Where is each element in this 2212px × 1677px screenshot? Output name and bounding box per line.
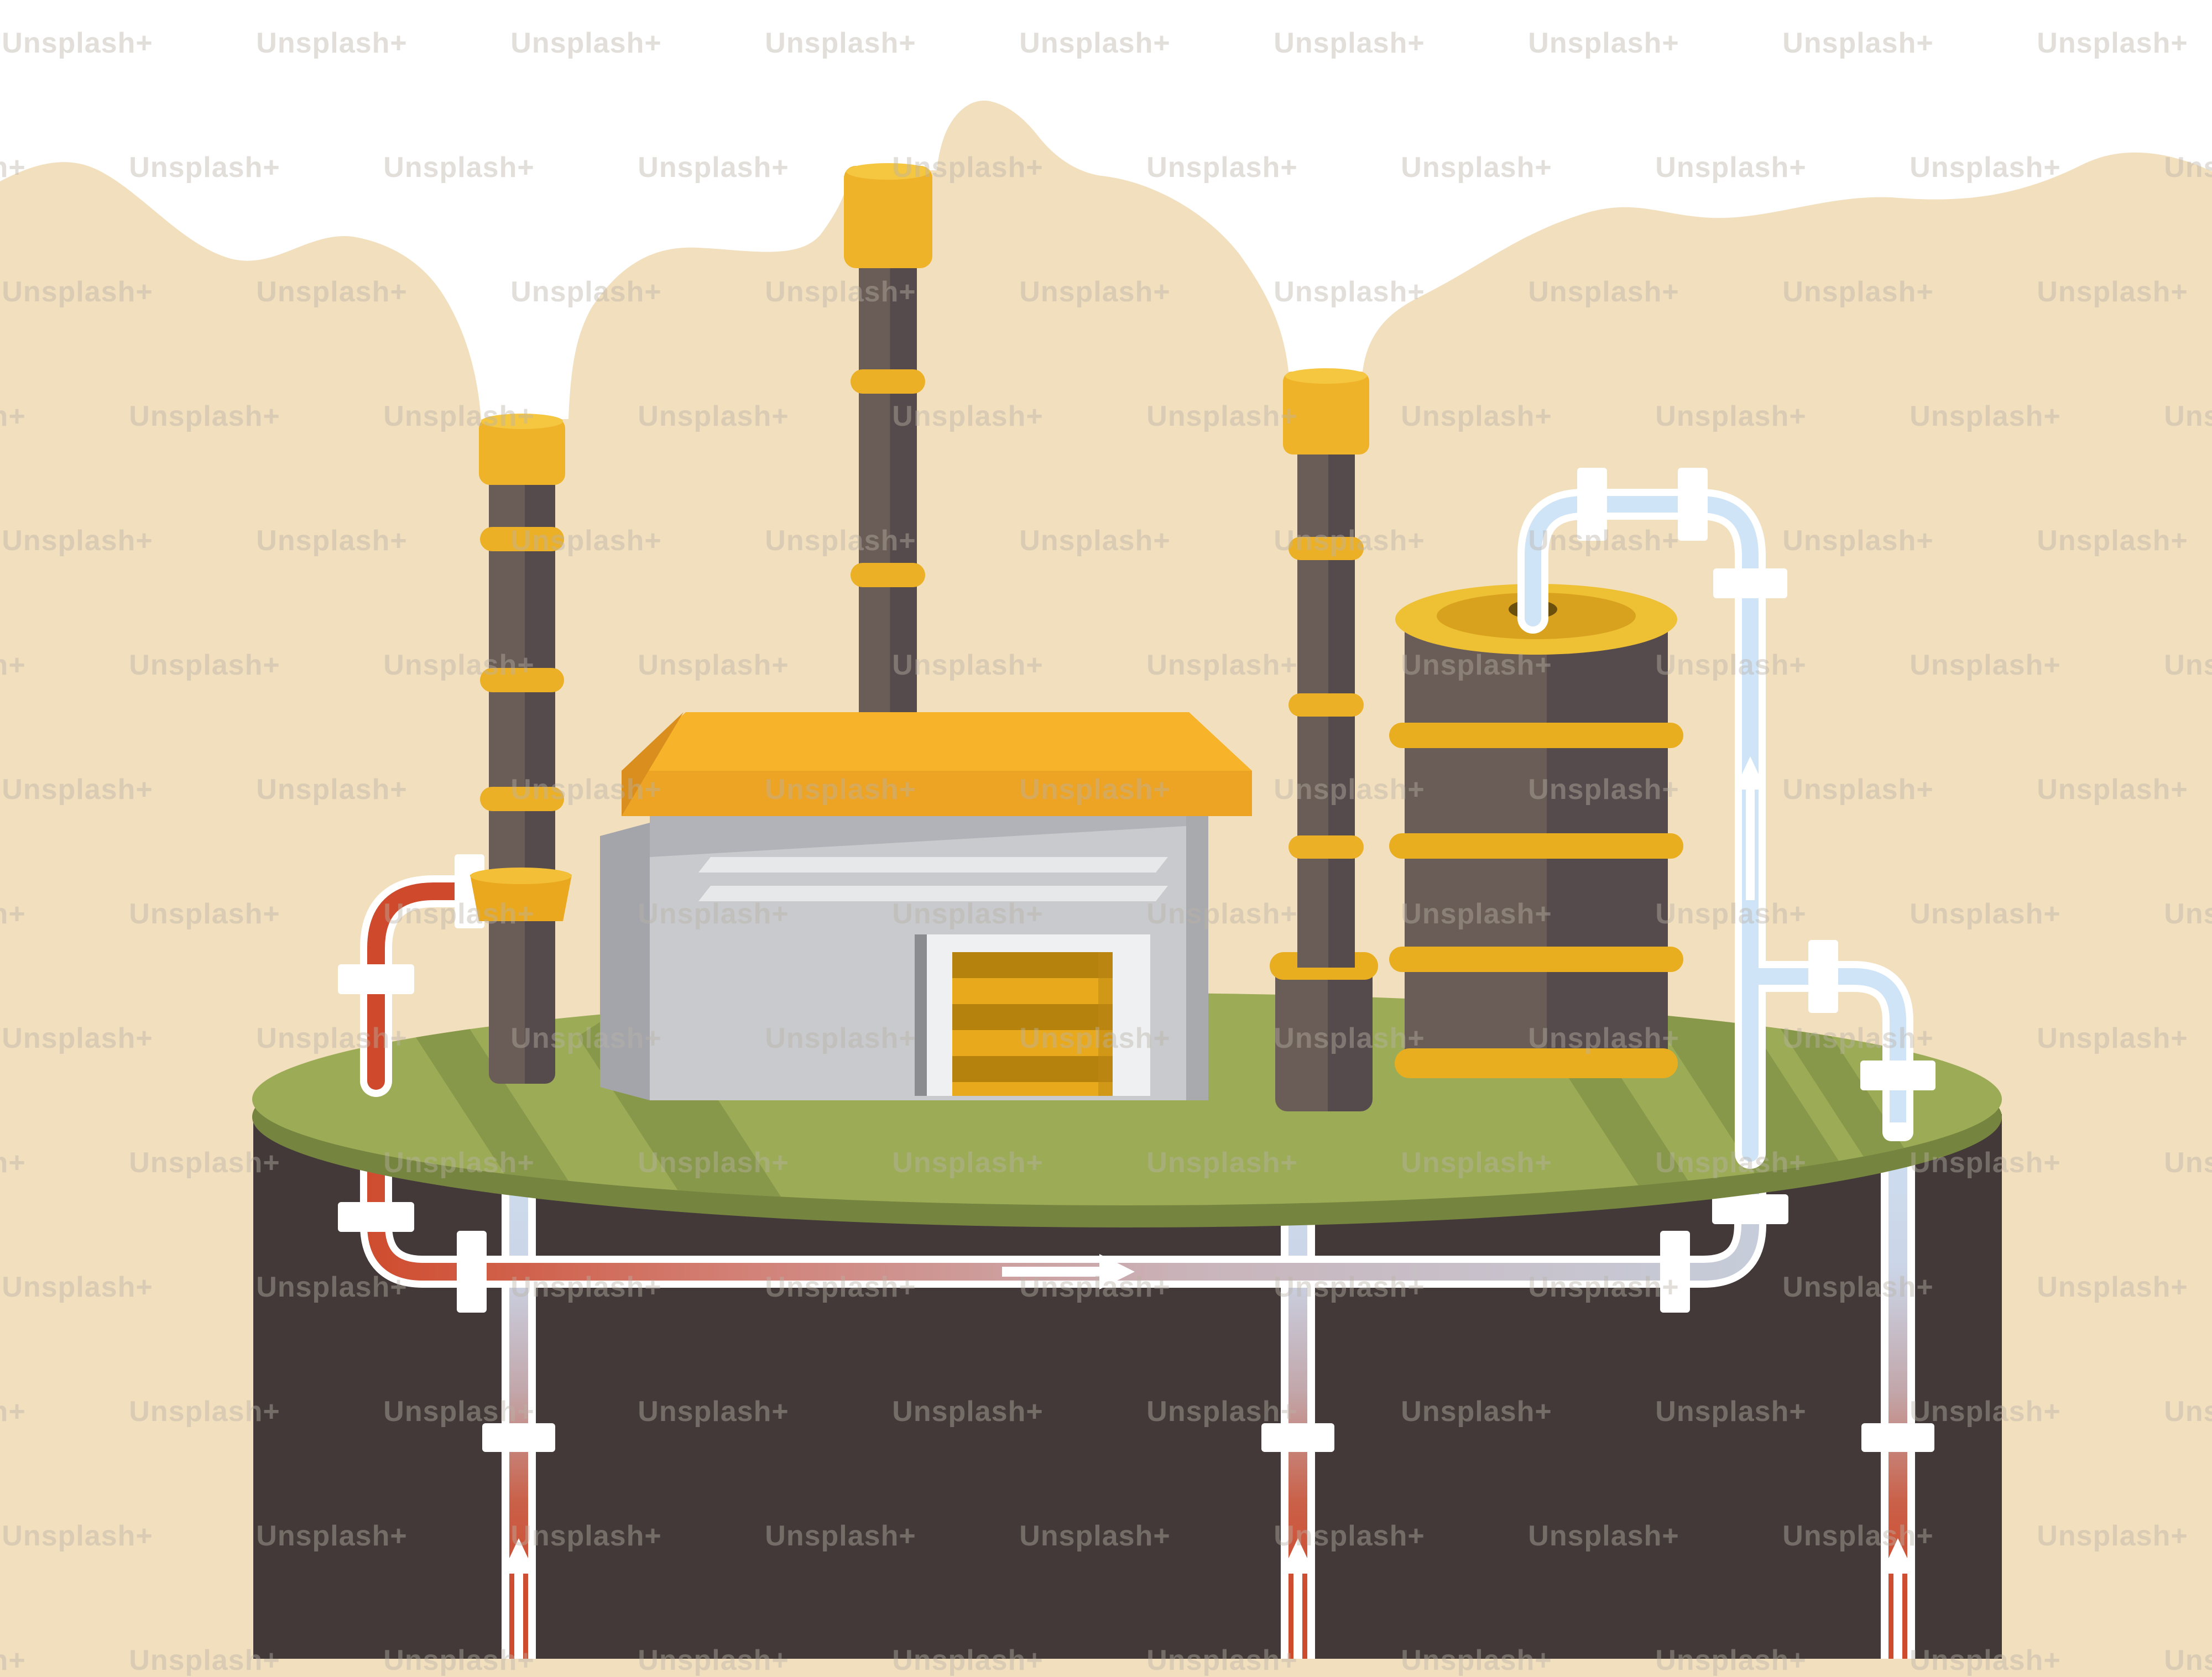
stack-ring — [851, 369, 925, 394]
stack-ring — [1288, 835, 1364, 859]
door-left-shadow — [915, 934, 927, 1096]
stack-cap-top — [1285, 368, 1367, 384]
roof-left-end — [622, 712, 684, 816]
up-arrow — [1881, 1538, 1914, 1659]
door-panel-shade — [1098, 952, 1113, 1096]
tank-bottom-rim — [1395, 1048, 1678, 1078]
pipe-cuff — [1882, 1122, 1913, 1141]
up-arrow — [1735, 756, 1766, 900]
roof-top-face — [622, 712, 1252, 771]
cold-water-pipe — [1517, 468, 1936, 1169]
pipe-sleeve — [470, 875, 572, 921]
smokestack-middle — [844, 163, 932, 752]
pipe-collar — [1861, 1423, 1934, 1452]
wall-left-face — [600, 823, 650, 1100]
stack-cap — [844, 166, 932, 268]
wall-right-edge — [1186, 815, 1208, 1100]
stack-cap — [479, 417, 565, 485]
pipe-collar — [457, 1231, 487, 1313]
underground-horizontal-pipe — [338, 1139, 1788, 1313]
stack-ring — [851, 563, 925, 587]
stack-ring — [480, 787, 564, 811]
stack-ring — [480, 527, 564, 551]
tank-ring — [1389, 947, 1683, 972]
roof-front-face — [622, 771, 1252, 816]
stack-cap-top — [846, 163, 930, 180]
door-stripe — [952, 1004, 1113, 1030]
garage-door — [915, 934, 1150, 1096]
pipe-collar — [1660, 1231, 1690, 1313]
pipe-sleeve-top — [470, 868, 572, 884]
smokestack-left — [470, 414, 572, 1084]
pipe-collar — [1577, 468, 1607, 541]
up-arrow — [502, 1538, 535, 1659]
window-stripe — [698, 886, 1168, 901]
pipe-collar — [1860, 1060, 1936, 1090]
pipe-collar — [1713, 568, 1787, 598]
door-stripe — [952, 952, 1113, 978]
pipe-collar — [482, 1423, 555, 1452]
tank-ring — [1389, 833, 1683, 859]
pipe-collar — [1678, 468, 1708, 541]
pipe-collar — [1808, 940, 1838, 1013]
pipe-collar — [338, 964, 414, 994]
door-stripe — [952, 1056, 1113, 1082]
stack-ring — [1288, 537, 1364, 560]
stack-cap — [1283, 372, 1369, 454]
stack-cap-top — [481, 414, 563, 429]
storage-tank — [1389, 584, 1683, 1078]
right-arrow — [1002, 1254, 1135, 1289]
pipe-collar — [1261, 1423, 1334, 1452]
window-stripe — [698, 857, 1168, 873]
stack-body — [489, 476, 555, 1084]
factory-building — [600, 712, 1252, 1100]
smoke-cloud — [0, 0, 2212, 419]
stack-body — [859, 265, 917, 752]
stack-ring — [480, 668, 564, 692]
stack-pedestal — [1275, 964, 1373, 1111]
up-arrow — [1281, 1538, 1314, 1659]
smokestack-right — [1270, 368, 1378, 1111]
wall-shade-wedge — [650, 815, 1186, 857]
tank-ring — [1389, 723, 1683, 748]
pipe-collar — [1712, 1194, 1788, 1224]
stack-ring — [1288, 693, 1364, 717]
pipe-collar — [338, 1202, 414, 1232]
